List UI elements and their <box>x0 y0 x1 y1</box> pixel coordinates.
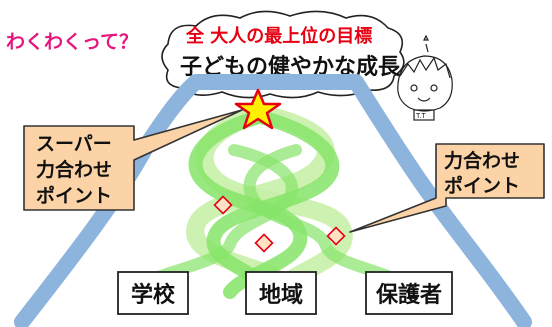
super-callout-line-3: ポイント <box>36 184 112 207</box>
guardians-box <box>365 271 453 315</box>
point-callout-line-1: 力合わせ <box>444 149 520 172</box>
school-box-label: 学校 <box>131 282 176 308</box>
super-callout-line-1: スーパー <box>36 133 112 155</box>
cooperation-point-callout <box>349 143 545 233</box>
heading-text: わくわくって？ <box>6 31 138 53</box>
cooperation-point-diamond <box>254 233 274 253</box>
point-callout-line-2: ポイント <box>444 174 520 197</box>
super-point-callout <box>23 109 243 211</box>
cooperation-point-diamond <box>213 195 233 215</box>
character-badge: T.T <box>416 113 426 120</box>
community-box <box>245 271 317 315</box>
cooperation-point-diamond <box>326 226 346 246</box>
cooperation-ribbons <box>130 105 416 305</box>
goal-cloud <box>161 10 405 99</box>
super-point-star <box>234 88 282 130</box>
guardians-box-label: 保護者 <box>375 282 442 308</box>
super-callout-line-2: 力合わせ <box>36 158 112 181</box>
teacher-character-doodle <box>397 34 453 121</box>
school-box <box>117 271 189 315</box>
mountain-outline <box>14 74 532 327</box>
cloud-line-1: 全 大人の最上位の目標 <box>185 25 372 47</box>
community-box-label: 地域 <box>259 282 303 308</box>
